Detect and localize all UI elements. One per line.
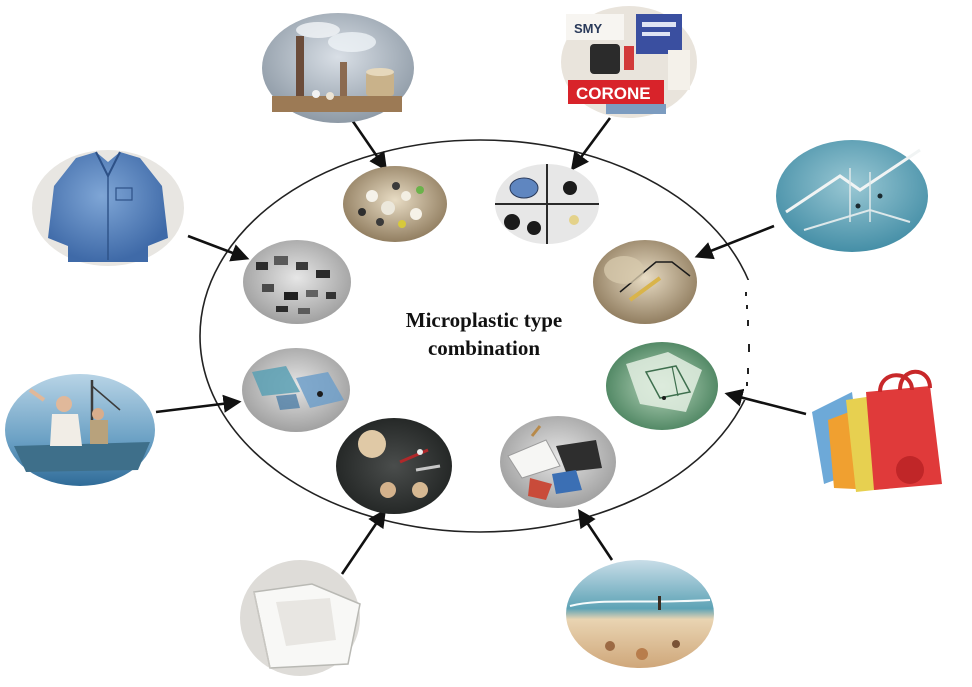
beach-photo [566, 560, 714, 668]
fragment-photo [593, 240, 697, 324]
foam-film-photo [606, 342, 718, 430]
ring-gap-mask [744, 280, 768, 400]
arrow-cosmetics [570, 117, 612, 171]
industrial-smokestacks-photo [262, 13, 414, 123]
boat-fishing-photo [5, 374, 155, 486]
white-container-photo [240, 560, 361, 676]
center-label: Microplastic type combination [340, 306, 628, 362]
plastic-bags-photo [808, 369, 944, 494]
fragments-mix-photo [500, 416, 616, 508]
pellets-photo [336, 418, 452, 514]
mixed-granules-photo [343, 166, 447, 242]
arrow-container [340, 508, 387, 575]
beads-photo [495, 164, 599, 244]
arrow-shirt [187, 234, 250, 262]
banner-text: CORONE [576, 84, 651, 103]
center-label-line1: Microplastic type [405, 308, 563, 332]
films-photo [242, 348, 350, 432]
arrow-smokestacks [350, 119, 388, 171]
arrow-bags [724, 388, 807, 416]
arrow-aquaculture [694, 224, 775, 260]
arrows [155, 117, 807, 575]
blue-shirt-photo [32, 150, 184, 266]
aquaculture-nets-photo [776, 140, 928, 252]
ring-dashes [745, 292, 750, 386]
center-label-line2: combination [427, 336, 540, 360]
cosmetics-display-photo: SMY CORONE [561, 6, 697, 118]
arrow-beach [577, 508, 614, 561]
fibers-fragments-photo [243, 240, 351, 324]
arrow-boat [155, 394, 242, 414]
sign-text: SMY [574, 21, 603, 36]
